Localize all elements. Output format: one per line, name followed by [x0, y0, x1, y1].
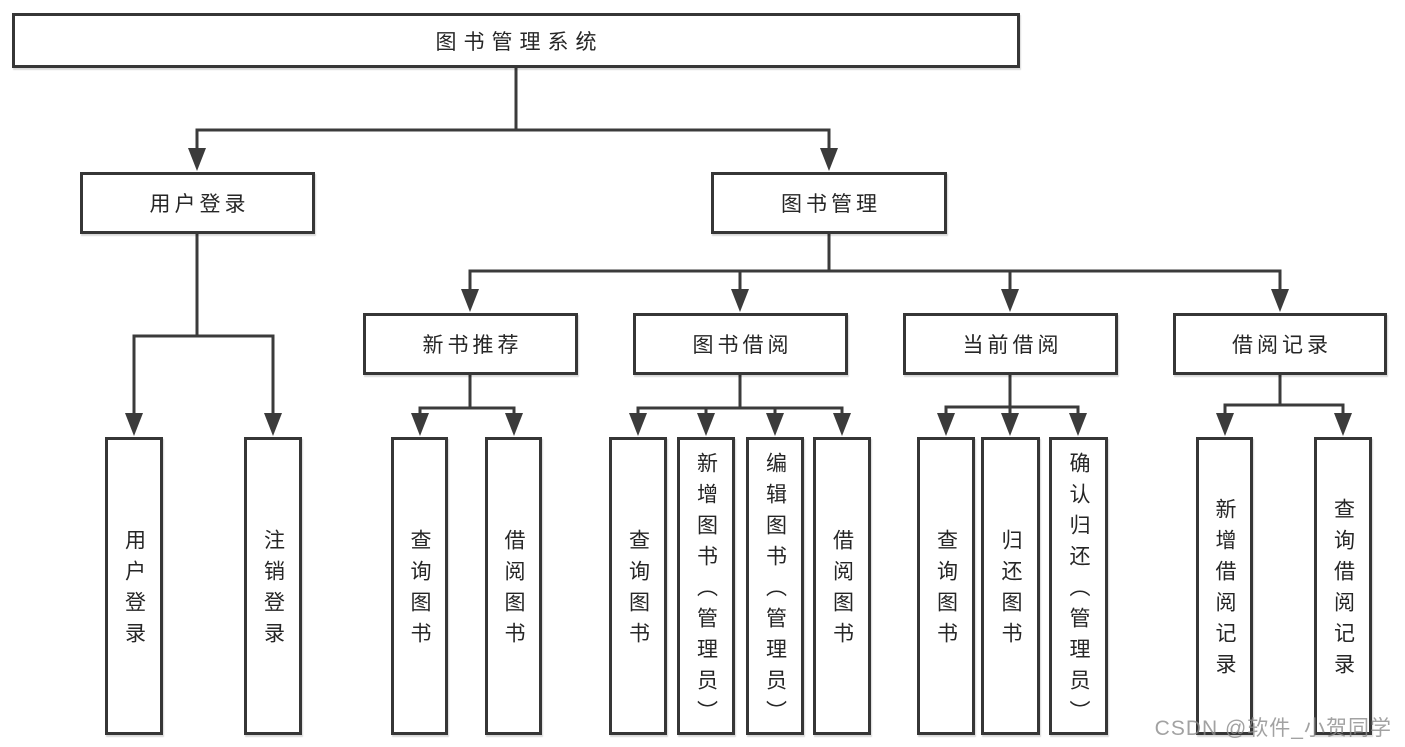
connector-user-login	[125, 234, 282, 436]
node-label: 查询图书	[626, 529, 650, 653]
leaf-query-borrow-record: 查询借阅记录	[1314, 437, 1372, 735]
node-label: 借阅图书	[502, 529, 525, 653]
node-book-borrow: 图书借阅	[633, 313, 848, 375]
node-label: 用户登录	[122, 529, 146, 653]
node-label: 新增借阅记录	[1213, 498, 1236, 684]
node-label: 用户登录	[149, 193, 250, 216]
node-label: 图书管理	[781, 193, 881, 216]
leaf-add-borrow-record: 新增借阅记录	[1196, 437, 1253, 735]
node-label: 当前借阅	[962, 334, 1063, 357]
node-label: 新增图书（管理员）	[694, 451, 718, 731]
node-label: 图书管理系统	[435, 30, 604, 54]
connector-current-borrow	[937, 375, 1087, 436]
node-user-login-branch: 用户登录	[80, 172, 315, 234]
node-label: 查询图书	[934, 529, 958, 653]
node-label: 图书借阅	[692, 334, 793, 357]
leaf-add-books-admin: 新增图书（管理员）	[677, 437, 735, 735]
leaf-user-login: 用户登录	[105, 437, 163, 735]
leaf-borrow-books: 借阅图书	[813, 437, 871, 735]
node-borrow-record: 借阅记录	[1173, 313, 1387, 375]
connector-book-borrow	[629, 375, 851, 436]
leaf-logout: 注销登录	[244, 437, 302, 735]
leaf-query-books-current: 查询图书	[917, 437, 975, 735]
leaf-confirm-return-admin: 确认归还（管理员）	[1049, 437, 1108, 735]
connector-new-book	[411, 375, 523, 436]
node-label: 查询图书	[408, 529, 431, 653]
leaf-query-books-recommend: 查询图书	[391, 437, 448, 735]
node-label: 归还图书	[999, 529, 1022, 653]
node-label: 编辑图书（管理员）	[763, 451, 787, 731]
node-system-root: 图书管理系统	[12, 13, 1020, 68]
leaf-query-books-borrow: 查询图书	[609, 437, 667, 735]
connector-book-management	[461, 234, 1289, 312]
leaf-return-books: 归还图书	[981, 437, 1040, 735]
node-current-borrow: 当前借阅	[903, 313, 1118, 375]
node-label: 新书推荐	[422, 334, 523, 357]
csdn-watermark: CSDN @软件_小贺同学	[1154, 717, 1392, 740]
node-label: 查询借阅记录	[1331, 498, 1355, 684]
connector-borrow-record	[1216, 375, 1352, 436]
leaf-borrow-books-recommend: 借阅图书	[485, 437, 542, 735]
node-label: 注销登录	[261, 529, 285, 653]
node-label: 借阅图书	[830, 529, 854, 653]
node-label: 借阅记录	[1232, 334, 1332, 357]
leaf-edit-books-admin: 编辑图书（管理员）	[746, 437, 804, 735]
node-label: 确认归还（管理员）	[1067, 451, 1090, 731]
node-new-book-recommend: 新书推荐	[363, 313, 578, 375]
node-book-management-branch: 图书管理	[711, 172, 947, 234]
connector-root	[188, 68, 838, 171]
